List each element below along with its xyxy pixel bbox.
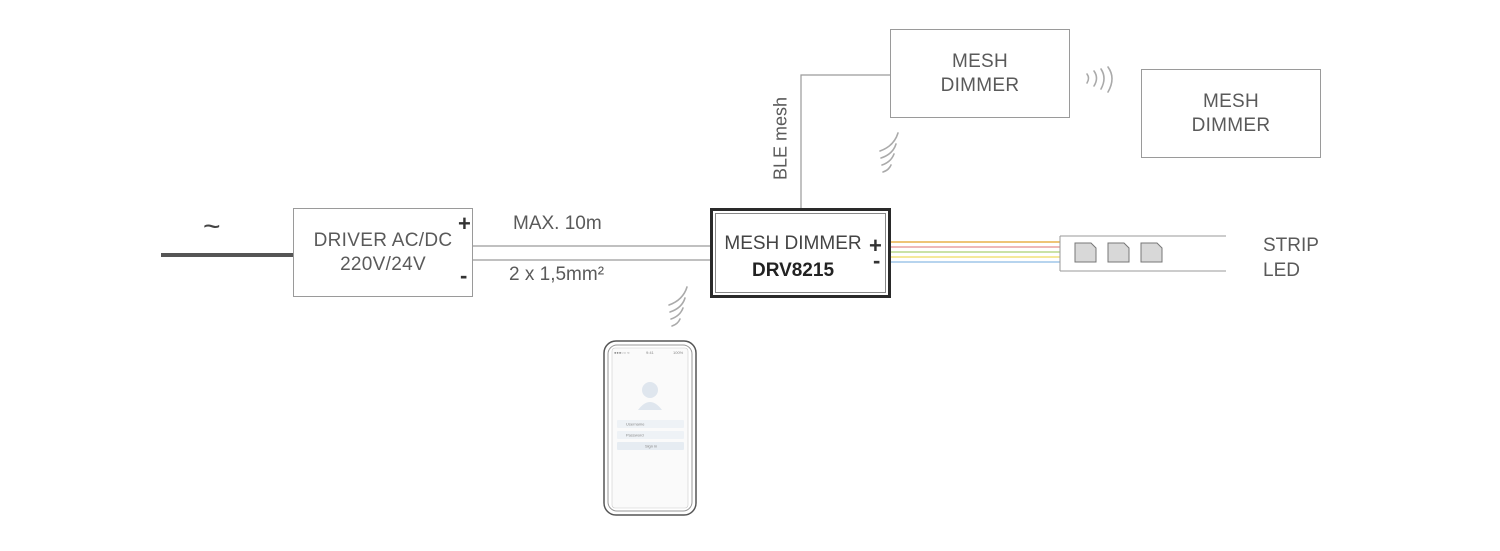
dimmer-minus-terminal: - [873, 248, 881, 273]
ble-mesh-link [800, 74, 890, 208]
avatar-icon [638, 382, 662, 410]
phone-username-placeholder: Username [626, 422, 645, 427]
phone-status-left: ●●●○○ ≈ [614, 350, 630, 355]
strip-led-label-line1: STRIP [1263, 235, 1319, 256]
mesh-dimmer-2-line2: DIMMER [1191, 114, 1271, 136]
phone-password-field [617, 431, 684, 439]
mesh-dimmer-remote-1: MESH DIMMER [890, 29, 1070, 118]
driver-minus-terminal: - [460, 263, 468, 288]
led-chip-1 [1074, 242, 1097, 263]
strip-led-label-line2: LED [1263, 260, 1300, 281]
phone-status-time: 9:41 [646, 350, 655, 355]
smartphone: ●●●○○ ≈ 9:41 100% Username Password Sign… [603, 340, 697, 516]
phone-username-field [617, 420, 684, 428]
mesh-dimmer-1-line1: MESH [951, 50, 1009, 72]
ac-power-symbol: ~ [203, 210, 221, 243]
driver-label-line1: DRIVER AC/DC [313, 229, 453, 251]
mesh-dimmer-main: MESH DIMMER DRV8215 [710, 208, 891, 298]
led-chip-2 [1107, 242, 1130, 263]
mesh-dimmer-1-line2: DIMMER [940, 74, 1020, 96]
wireless-signal-icon [668, 286, 688, 327]
dimmer-label-line1: MESH DIMMER [724, 233, 862, 254]
wireless-signal-icon [1086, 66, 1113, 93]
cable-section-label: 2 x 1,5mm² [509, 264, 605, 285]
driver-box: DRIVER AC/DC 220V/24V [293, 208, 473, 297]
led-chip-3 [1140, 242, 1163, 263]
driver-label-line2: 220V/24V [340, 253, 426, 275]
ble-mesh-label: BLE mesh [770, 96, 791, 181]
phone-signin-button [617, 442, 684, 450]
mesh-dimmer-remote-2: MESH DIMMER [1141, 69, 1321, 158]
mesh-dimmer-2-line1: MESH [1202, 90, 1260, 112]
strip-wires [891, 241, 1060, 263]
phone-password-placeholder: Password [626, 433, 644, 438]
phone-status-battery: 100% [673, 350, 684, 355]
phone-signin-label: Sign in [645, 444, 657, 449]
cable-length-label: MAX. 10m [513, 213, 602, 234]
wireless-signal-icon [879, 132, 899, 173]
dimmer-plus-terminal: + [869, 233, 882, 258]
dimmer-model-label: DRV8215 [751, 260, 835, 281]
driver-plus-terminal: + [458, 211, 471, 236]
